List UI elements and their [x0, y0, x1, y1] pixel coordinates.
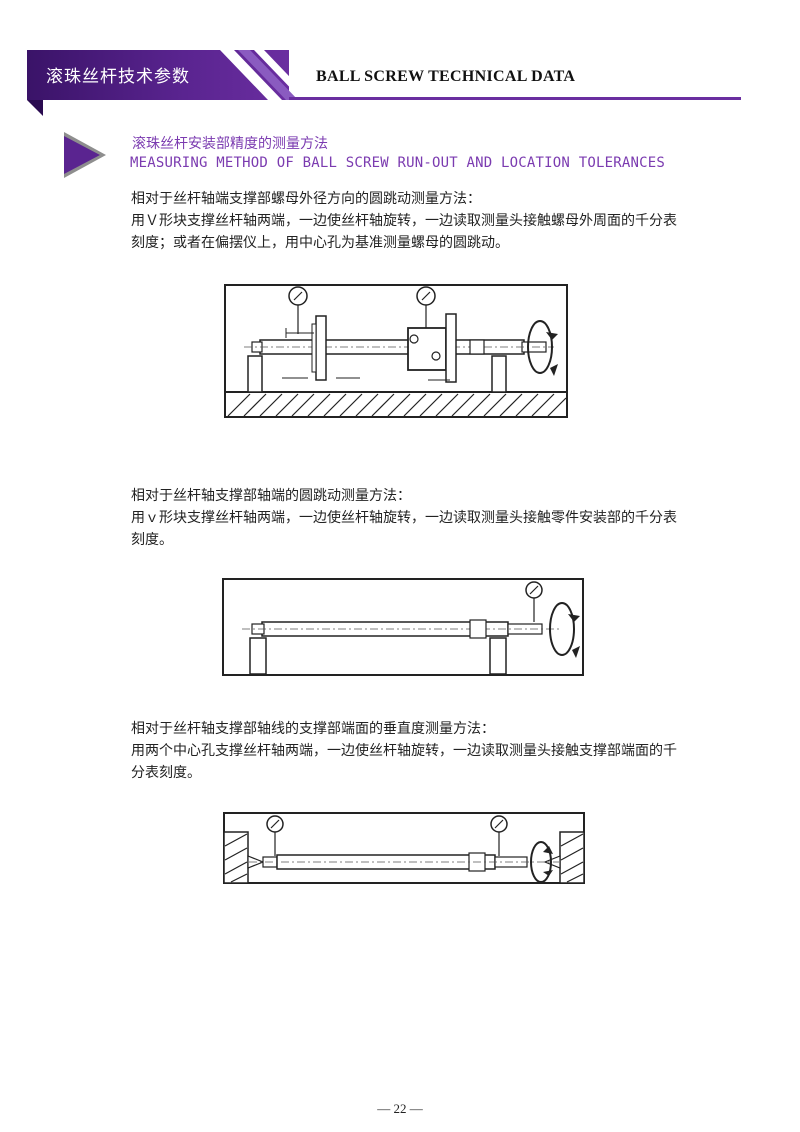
- header-stripes: [220, 50, 310, 100]
- text-line: 用ｖ形块支撑丝杆轴两端，一边使丝杆轴旋转，一边读取测量头接触零件安装部的千分表: [131, 510, 677, 526]
- header-underline: [289, 97, 741, 100]
- text-line: 分表刻度。: [131, 765, 201, 781]
- section-title-cn: 滚珠丝杆安装部精度的测量方法: [132, 136, 328, 152]
- text-line: 用两个中心孔支撑丝杆轴两端，一边使丝杆轴旋转，一边读取测量头接触支撑部端面的千: [131, 743, 677, 759]
- paragraph-perpendicularity: 相对于丝杆轴支撑部轴线的支撑部端面的垂直度测量方法： 用两个中心孔支撑丝杆轴两端…: [131, 718, 761, 784]
- text-line: 相对于丝杆轴支撑部轴端的圆跳动测量方法：: [131, 488, 411, 504]
- figure-shaft-runout: [222, 578, 584, 676]
- paragraph-nut-runout: 相对于丝杆轴端支撑部螺母外径方向的圆跳动测量方法： 用Ｖ形块支撑丝杆轴两端，一边…: [131, 188, 761, 254]
- header-title-en: BALL SCREW TECHNICAL DATA: [316, 68, 576, 85]
- text-line: 相对于丝杆轴端支撑部螺母外径方向的圆跳动测量方法：: [131, 191, 481, 207]
- header-title-cn: 滚珠丝杆技术参数: [46, 67, 190, 87]
- text-line: 刻度。: [131, 532, 173, 548]
- page-number: — 22 —: [377, 1101, 423, 1116]
- text-line: 用Ｖ形块支撑丝杆轴两端，一边使丝杆轴旋转，一边读取测量头接触螺母外周面的千分表: [131, 213, 677, 229]
- figure-nut-runout: [224, 284, 568, 418]
- section-title-en: MEASURING METHOD OF BALL SCREW RUN-OUT A…: [130, 155, 665, 171]
- figure-perpendicularity: [223, 812, 585, 884]
- paragraph-shaft-runout: 相对于丝杆轴支撑部轴端的圆跳动测量方法： 用ｖ形块支撑丝杆轴两端，一边使丝杆轴旋…: [131, 485, 761, 551]
- text-line: 相对于丝杆轴支撑部轴线的支撑部端面的垂直度测量方法：: [131, 721, 495, 737]
- section-arrow-icon: [64, 132, 106, 178]
- text-line: 刻度；或者在偏摆仪上，用中心孔为基准测量螺母的圆跳动。: [131, 235, 509, 251]
- header-fold: [27, 100, 43, 116]
